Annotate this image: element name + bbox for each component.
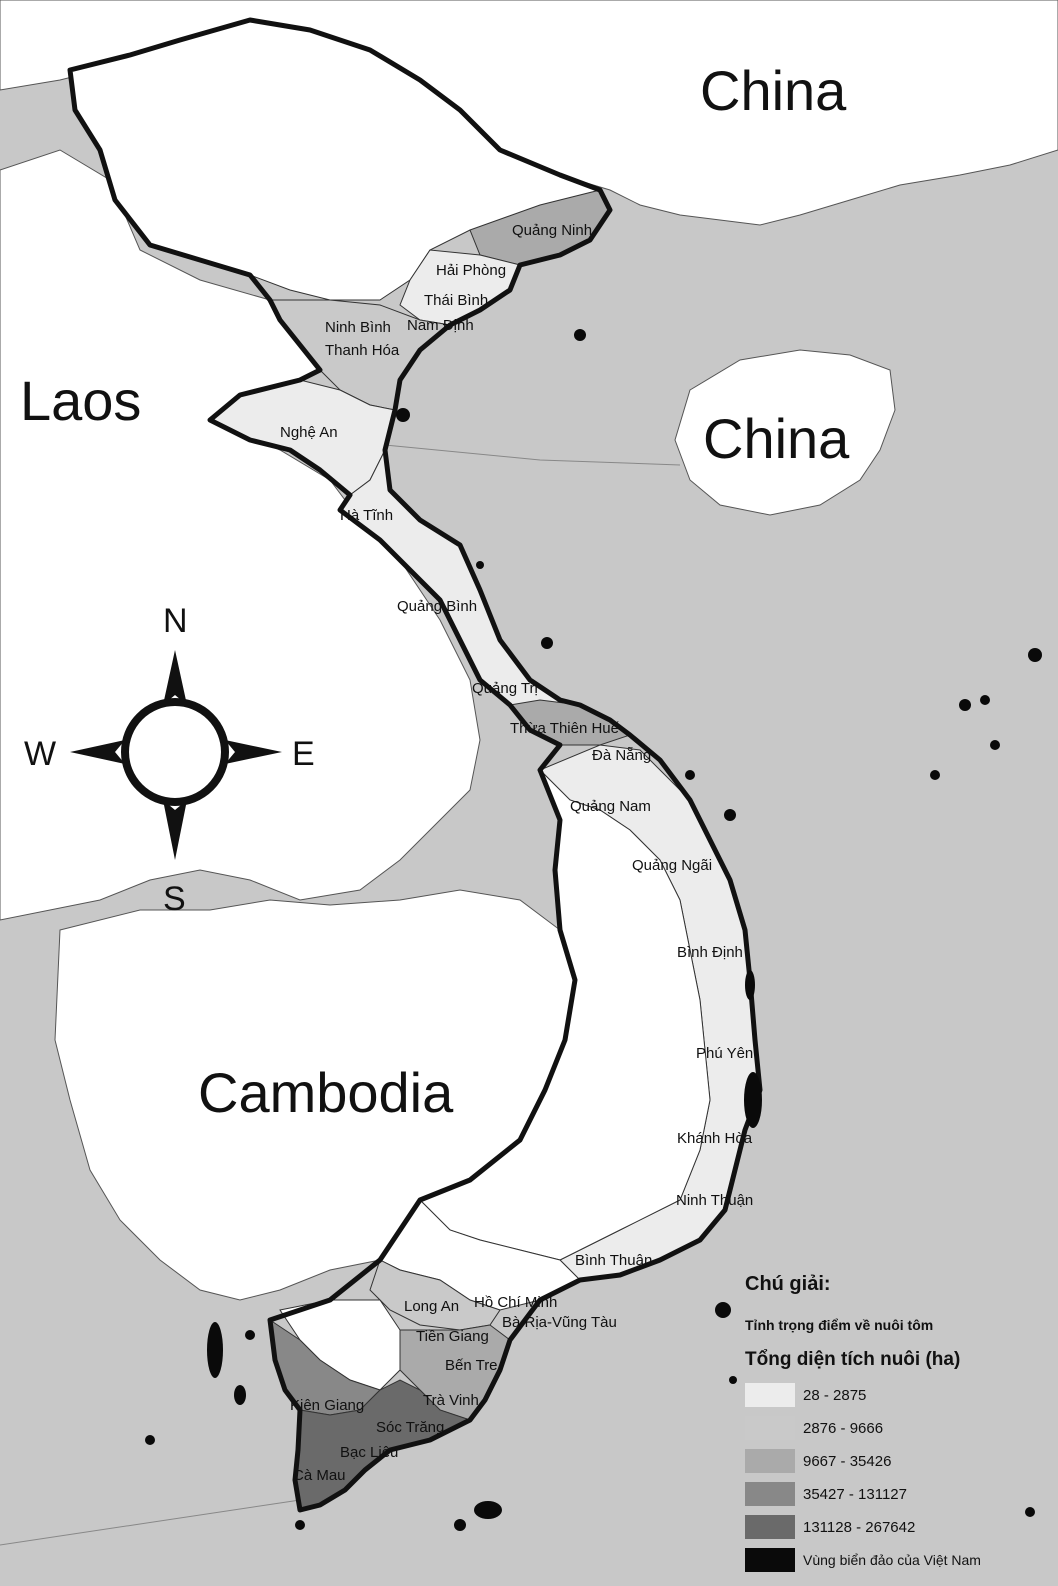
province-label: Đà Nẵng <box>592 747 651 764</box>
province-label: Thừa Thiên Huế <box>510 720 620 737</box>
compass-arrow-west <box>70 740 125 764</box>
compass-west-label: W <box>24 735 56 773</box>
province-label: Thanh Hóa <box>325 342 400 359</box>
label-china-north: China <box>700 59 847 122</box>
legend: Chú giải: Tỉnh trọng điểm về nuôi tôm Tổ… <box>745 1273 981 1572</box>
label-laos: Laos <box>20 369 141 432</box>
legend-title: Chú giải: <box>745 1273 831 1295</box>
compass-arrow-north <box>163 650 187 705</box>
province-label: Nam Định <box>407 317 474 334</box>
legend-label: Vùng biển đảo của Việt Nam <box>803 1552 981 1568</box>
legend-subtitle: Tổng diện tích nuôi (ha) <box>745 1349 960 1370</box>
province-label: Kiên Giang <box>290 1397 364 1414</box>
label-china-hainan: China <box>703 407 850 470</box>
compass-ring <box>121 698 229 806</box>
province-label: Thái Bình <box>424 292 488 309</box>
vietnam-islands <box>145 329 1042 1531</box>
legend-label: 28 - 2875 <box>803 1387 866 1404</box>
province-label: Quảng Ngãi <box>632 857 712 874</box>
province-label: Hồ Chí Minh <box>474 1294 557 1311</box>
province-labels: Quảng Ninh Hải Phòng Thái Bình Nam Định … <box>280 222 753 1484</box>
legend-label: 2876 - 9666 <box>803 1420 883 1437</box>
compass-north-label: N <box>163 602 188 640</box>
province-label: Ninh Thuận <box>676 1192 753 1209</box>
province-label: Phú Yên <box>696 1045 753 1062</box>
compass-rose: N S W E <box>24 602 315 918</box>
vietnam-border <box>67 17 763 1513</box>
legend-label: 9667 - 35426 <box>803 1453 891 1470</box>
compass-arrow-south <box>163 800 187 860</box>
legend-key-dot-label: Tỉnh trọng điểm về nuôi tôm <box>745 1317 933 1333</box>
maritime-boundary <box>384 444 681 466</box>
legend-swatch <box>745 1515 795 1539</box>
province-label: Bà Rịa-Vũng Tàu <box>502 1314 617 1331</box>
province-label: Bạc Liêu <box>340 1444 398 1461</box>
province-label: Bình Định <box>677 944 743 961</box>
province-label: Long An <box>404 1298 459 1315</box>
province-label: Ninh Bình <box>325 319 391 336</box>
province-label: Bình Thuận <box>575 1252 652 1269</box>
compass-east-label: E <box>292 735 315 773</box>
province-label: Trà Vinh <box>423 1392 479 1409</box>
province-label: Bến Tre <box>445 1357 498 1374</box>
province-label: Quảng Trị <box>472 680 538 697</box>
hainan-island <box>674 349 896 516</box>
legend-label: 131128 - 267642 <box>803 1519 915 1536</box>
province-label: Sóc Trăng <box>376 1419 444 1436</box>
province-label: Cà Mau <box>293 1467 346 1484</box>
legend-swatch <box>745 1482 795 1506</box>
province-label: Hà Tĩnh <box>340 507 393 524</box>
legend-label: 35427 - 131127 <box>803 1486 907 1503</box>
province-label: Nghệ An <box>280 424 338 441</box>
compass-arrow-east <box>225 740 282 764</box>
maritime-boundary-south <box>0 1499 301 1546</box>
province-label: Tiền Giang <box>416 1328 489 1345</box>
label-cambodia: Cambodia <box>198 1061 454 1124</box>
province-label: Quảng Ninh <box>512 222 592 239</box>
legend-swatch <box>745 1383 795 1407</box>
province-label: Quảng Nam <box>570 798 651 815</box>
province-label: Hải Phòng <box>436 262 506 279</box>
legend-swatch <box>745 1416 795 1440</box>
legend-swatches: 28 - 2875 2876 - 9666 9667 - 35426 35427 - … <box>745 1383 981 1572</box>
province-label: Quảng Bình <box>397 598 477 615</box>
legend-swatch <box>745 1548 795 1572</box>
legend-swatch <box>745 1449 795 1473</box>
province-label: Khánh Hòa <box>677 1130 753 1147</box>
compass-south-label: S <box>163 880 186 918</box>
